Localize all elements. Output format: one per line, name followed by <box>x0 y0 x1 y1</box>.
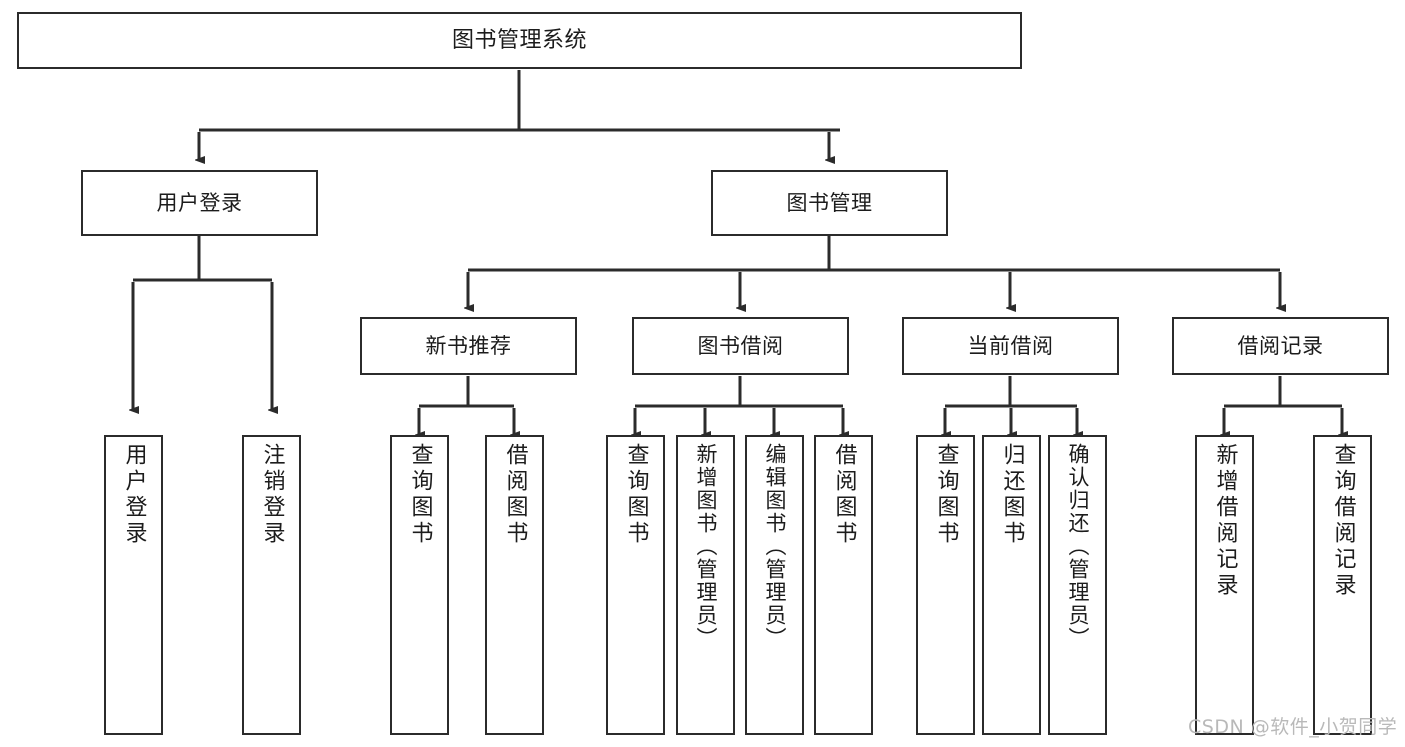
leaf-book-borrow-query-book[interactable]: 查询图书 <box>606 435 665 735</box>
leaf-user-login-login[interactable]: 用户登录 <box>104 435 163 735</box>
node-label: 确认归还（管理员） <box>1066 443 1090 650</box>
leaf-new-book-query-book[interactable]: 查询图书 <box>390 435 449 735</box>
node-label: 归还图书 <box>999 443 1025 547</box>
node-label: 注销登录 <box>259 443 285 547</box>
node-label: 编辑图书（管理员） <box>763 443 787 650</box>
leaf-book-borrow-edit-book-admin[interactable]: 编辑图书（管理员） <box>745 435 804 735</box>
node-label: 借阅图书 <box>831 443 857 547</box>
node-new-book-recommend[interactable]: 新书推荐 <box>360 317 577 375</box>
node-label: 查询图书 <box>407 443 433 547</box>
node-borrow-record[interactable]: 借阅记录 <box>1172 317 1389 375</box>
node-root-book-management-system[interactable]: 图书管理系统 <box>17 12 1022 69</box>
leaf-user-login-logout[interactable]: 注销登录 <box>242 435 301 735</box>
node-label: 当前借阅 <box>967 333 1054 358</box>
node-label: 查询借阅记录 <box>1330 443 1356 599</box>
node-label: 新书推荐 <box>425 333 512 358</box>
node-label: 用户登录 <box>156 190 243 215</box>
leaf-current-borrow-confirm-return-admin[interactable]: 确认归还（管理员） <box>1048 435 1107 735</box>
node-label: 新增借阅记录 <box>1212 443 1238 599</box>
node-label: 图书管理系统 <box>451 27 587 53</box>
node-book-management[interactable]: 图书管理 <box>711 170 948 236</box>
node-label: 用户登录 <box>121 443 147 547</box>
node-label: 图书借阅 <box>697 333 784 358</box>
node-label: 借阅图书 <box>502 443 528 547</box>
node-label: 借阅记录 <box>1237 333 1324 358</box>
leaf-borrow-record-add-record[interactable]: 新增借阅记录 <box>1195 435 1254 735</box>
node-user-login[interactable]: 用户登录 <box>81 170 318 236</box>
leaf-book-borrow-lend-book[interactable]: 借阅图书 <box>814 435 873 735</box>
leaf-borrow-record-query-record[interactable]: 查询借阅记录 <box>1313 435 1372 735</box>
leaf-new-book-borrow-book[interactable]: 借阅图书 <box>485 435 544 735</box>
node-label: 图书管理 <box>786 190 873 215</box>
watermark-text: CSDN @软件_小贺同学 <box>1188 716 1398 738</box>
node-book-borrow[interactable]: 图书借阅 <box>632 317 849 375</box>
leaf-current-borrow-return-book[interactable]: 归还图书 <box>982 435 1041 735</box>
node-label: 新增图书（管理员） <box>694 443 718 650</box>
leaf-current-borrow-query-book[interactable]: 查询图书 <box>916 435 975 735</box>
leaf-book-borrow-add-book-admin[interactable]: 新增图书（管理员） <box>676 435 735 735</box>
node-label: 查询图书 <box>933 443 959 547</box>
node-current-borrow[interactable]: 当前借阅 <box>902 317 1119 375</box>
node-label: 查询图书 <box>623 443 649 547</box>
